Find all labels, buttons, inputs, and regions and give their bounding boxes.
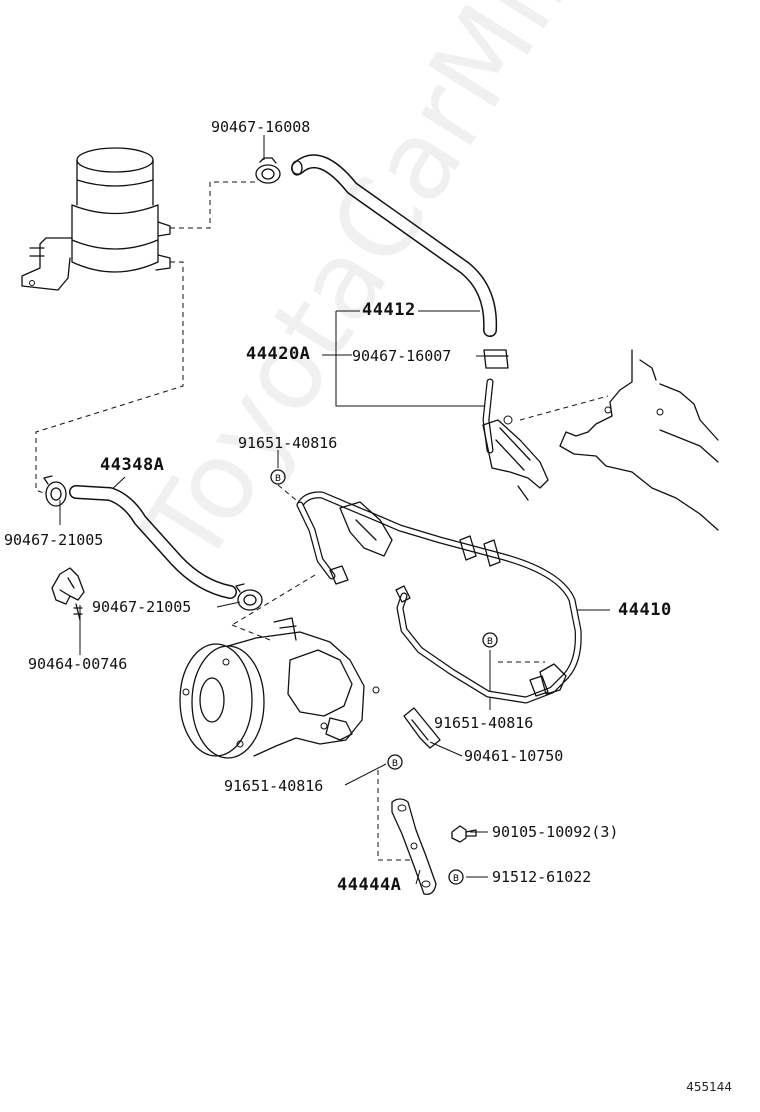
part-number-bolt-low[interactable]: 91651-40816 <box>224 777 324 795</box>
part-number-clamp-left-a[interactable]: 90467-21005 <box>4 531 104 549</box>
part-number-bracket-bolt[interactable]: 90105-10092(3) <box>492 825 618 840</box>
part-number-hose-upper[interactable]: 44412 <box>362 300 416 320</box>
part-number-hose-left[interactable]: 44348A <box>100 455 165 475</box>
part-number-clamp-top[interactable]: 90467-16008 <box>211 118 311 136</box>
bracket-bolt-quantity: (3) <box>591 823 619 841</box>
svg-text:B: B <box>275 474 281 484</box>
pump-bracket <box>391 798 437 895</box>
part-number-bolt-top[interactable]: 91651-40816 <box>238 434 338 452</box>
union-fitting <box>403 707 441 749</box>
leader-lines <box>59 135 610 885</box>
return-hose-upper <box>291 154 498 337</box>
power-steering-pump <box>179 617 380 759</box>
part-number-clamp-mid[interactable]: 90467-16007 <box>352 347 452 365</box>
svg-text:B: B <box>487 637 493 647</box>
pressure-feed-tube <box>296 491 582 704</box>
svg-text:B: B <box>453 874 459 884</box>
steering-gear-housing <box>559 349 719 531</box>
bracket-bolt-number: 90105-10092 <box>492 823 592 841</box>
part-number-assembly[interactable]: 44420A <box>246 344 311 364</box>
reservoir-tank <box>21 147 171 291</box>
hose-clamp-left-b <box>235 583 263 611</box>
part-number-pressure-tube[interactable]: 44410 <box>618 600 672 620</box>
return-pipe-bracket <box>482 378 549 501</box>
hose-clamp-left-a <box>43 475 67 507</box>
diagram-reference-number: 455144 <box>686 1080 732 1094</box>
hose-clamp-top <box>255 157 281 184</box>
part-number-bracket[interactable]: 44444A <box>337 875 402 895</box>
part-number-clamp-left-b[interactable]: 90467-21005 <box>92 598 192 616</box>
svg-text:B: B <box>392 759 398 769</box>
hose-clamp-mid <box>483 349 509 369</box>
bolt-markers: B B B B <box>270 469 498 885</box>
connection-lines <box>35 181 609 861</box>
part-number-clip[interactable]: 90464-00746 <box>28 655 128 673</box>
suction-hose <box>69 485 237 599</box>
bracket-bolt <box>451 825 477 843</box>
part-number-union[interactable]: 90461-10750 <box>464 747 564 765</box>
part-number-bolt-mid[interactable]: 91651-40816 <box>434 714 534 732</box>
part-number-nut[interactable]: 91512-61022 <box>492 868 592 886</box>
hose-clip <box>51 567 85 621</box>
